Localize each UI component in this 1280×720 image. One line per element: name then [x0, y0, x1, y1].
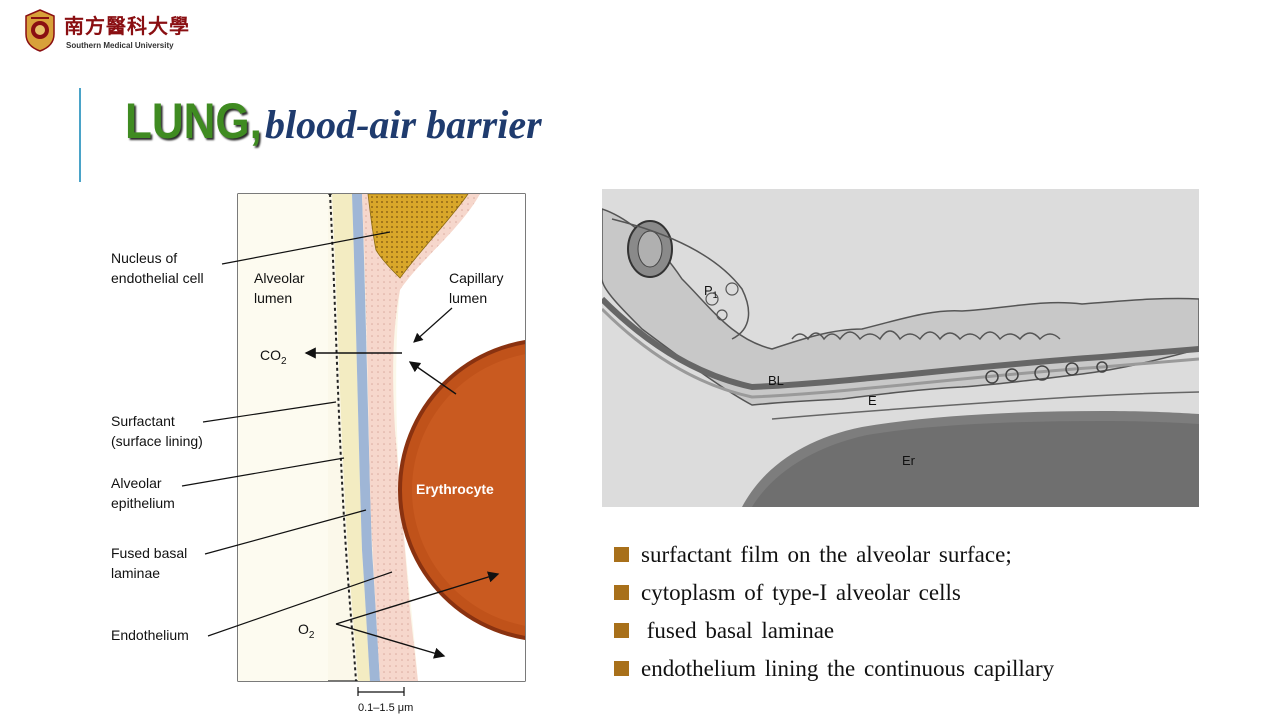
label-capillary-lumen-2: lumen: [449, 290, 487, 306]
surfactant-line: [329, 194, 357, 681]
electron-micrograph: P1 BL E Er: [602, 189, 1199, 507]
bullet-square-icon: [614, 661, 629, 676]
label-nucleus-2: endothelial cell: [111, 270, 204, 286]
label-basal-laminae-2: laminae: [111, 565, 160, 581]
label-alveolar-lumen-2: lumen: [254, 290, 292, 306]
micrograph-label-e: E: [868, 393, 877, 408]
micrograph-label-bl: BL: [768, 373, 784, 388]
bullet-item: endothelium lining the continuous capill…: [614, 650, 1234, 688]
label-nucleus-1: Nucleus of: [111, 250, 177, 266]
blood-air-barrier-diagram: Nucleus of endothelial cell Surfactant (…: [111, 193, 526, 714]
title-main: LUNG,: [125, 93, 262, 149]
label-capillary-lumen-1: Capillary: [449, 270, 503, 286]
title-accent-rule: [79, 88, 81, 182]
bullet-square-icon: [614, 547, 629, 562]
endothelial-nucleus: [367, 194, 469, 279]
micrograph-label-er: Er: [902, 453, 916, 468]
scale-bar-label: 0.1–1.5 μm: [358, 702, 413, 714]
label-basal-laminae-1: Fused basal: [111, 545, 187, 561]
bullet-item: cytoplasm of type-I alveolar cells: [614, 574, 1234, 612]
bullet-item: fused basal laminae: [614, 612, 1234, 650]
slide-title: LUNG, blood-air barrier: [125, 92, 542, 150]
label-o2: O2: [298, 621, 315, 641]
bullet-square-icon: [614, 623, 629, 638]
bullet-item: surfactant film on the alveolar surface;: [614, 536, 1234, 574]
university-name-cn: 南方醫科大學: [64, 14, 190, 38]
label-alveolar-epithelium-2: epithelium: [111, 495, 175, 511]
label-erythrocyte: Erythrocyte: [416, 481, 494, 497]
alveolar-epithelium-band: [332, 194, 370, 681]
label-endothelium: Endothelium: [111, 627, 189, 643]
basal-lamina-band: [352, 194, 380, 681]
title-subtitle: blood-air barrier: [265, 102, 542, 147]
micrograph-label-p1: P1: [704, 283, 718, 300]
label-alveolar-lumen-1: Alveolar: [254, 270, 305, 286]
university-name-en: Southern Medical University: [66, 41, 174, 50]
label-alveolar-epithelium-1: Alveolar: [111, 475, 162, 491]
label-co2: CO2: [260, 347, 287, 367]
label-surfactant-2: (surface lining): [111, 433, 203, 449]
university-logo: 南方醫科大學 Southern Medical University: [20, 8, 190, 54]
label-surfactant-1: Surfactant: [111, 413, 175, 429]
bullet-square-icon: [614, 585, 629, 600]
university-seal-icon: [25, 9, 55, 52]
barrier-components-list: surfactant film on the alveolar surface;…: [614, 536, 1234, 688]
